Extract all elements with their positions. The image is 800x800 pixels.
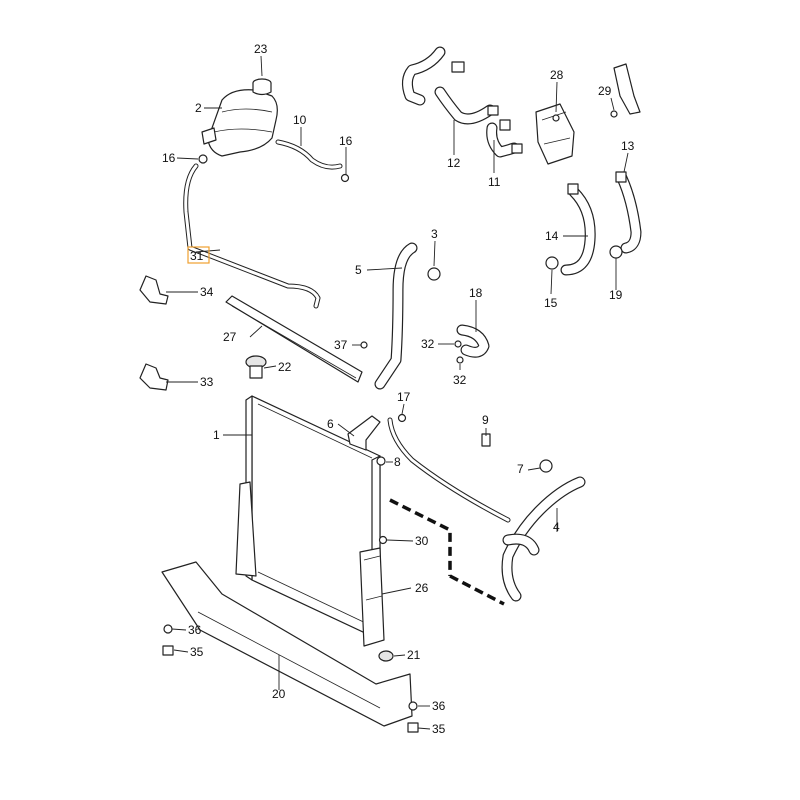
hose-18 xyxy=(454,324,490,364)
hose-5 xyxy=(374,242,418,390)
callout-8: 8 xyxy=(394,455,401,469)
callout-4: 4 xyxy=(553,520,560,534)
clamp-16-left xyxy=(198,154,208,164)
upper-bracket-27 xyxy=(225,295,363,383)
washer-36-left xyxy=(163,624,173,634)
washer-36-right xyxy=(408,701,418,711)
lower-crossmember-20 xyxy=(161,561,413,727)
callout-30: 30 xyxy=(415,534,429,548)
routing-line-upper xyxy=(389,498,452,576)
callout-35-right: 35 xyxy=(432,722,446,736)
tank-cap xyxy=(252,78,272,96)
pipe-17 xyxy=(387,413,511,523)
hose-13 xyxy=(615,171,642,254)
clip-34 xyxy=(139,275,169,305)
radiator xyxy=(245,395,381,641)
hose-11 xyxy=(486,119,523,158)
clamp-7 xyxy=(539,459,553,473)
callout-28: 28 xyxy=(550,68,564,82)
callout-11: 11 xyxy=(488,175,501,189)
highlight-box xyxy=(187,246,210,264)
callout-5: 5 xyxy=(355,263,362,277)
routing-line-lower xyxy=(449,574,505,606)
callout-36-right: 36 xyxy=(432,699,446,713)
callout-15: 15 xyxy=(544,296,558,310)
callout-37: 37 xyxy=(334,338,348,352)
outlet-housing-28 xyxy=(535,103,575,165)
callout-6: 6 xyxy=(327,417,334,431)
callout-3: 3 xyxy=(431,227,438,241)
bolt-30 xyxy=(378,535,388,545)
callout-1: 1 xyxy=(213,428,220,442)
callout-31: 31 xyxy=(190,249,204,263)
callout-32-upper: 32 xyxy=(421,337,435,351)
callout-2: 2 xyxy=(195,101,202,115)
bracket-29 xyxy=(610,63,641,118)
clip-33 xyxy=(139,363,169,391)
callout-7: 7 xyxy=(517,462,524,476)
callout-22: 22 xyxy=(278,360,292,374)
callout-21: 21 xyxy=(407,648,421,662)
callout-20: 20 xyxy=(272,687,286,701)
callout-16-left: 16 xyxy=(162,151,176,165)
expansion-tank xyxy=(201,89,278,157)
clip-8 xyxy=(376,456,386,466)
callout-13: 13 xyxy=(621,139,635,153)
hose-10 xyxy=(275,139,350,183)
mount-22 xyxy=(245,355,267,379)
callout-27: 27 xyxy=(223,330,237,344)
callout-32-lower: 32 xyxy=(453,373,467,387)
callout-33: 33 xyxy=(200,375,214,389)
callout-10: 10 xyxy=(293,113,307,127)
callout-12: 12 xyxy=(447,156,461,170)
mount-21 xyxy=(378,650,394,662)
clamp-15 xyxy=(545,256,559,270)
bolt-35-right xyxy=(407,722,419,733)
side-bracket-26 xyxy=(359,547,385,647)
callout-26: 26 xyxy=(415,581,429,595)
callout-29: 29 xyxy=(598,84,612,98)
callout-17: 17 xyxy=(397,390,411,404)
side-bracket-left xyxy=(235,481,257,577)
callout-18: 18 xyxy=(469,286,483,300)
bleed-pipe-31 xyxy=(183,163,321,309)
hose-12 xyxy=(401,46,499,125)
clamp-3 xyxy=(427,267,441,281)
bolt-35-left xyxy=(162,645,174,656)
leader-lines xyxy=(166,55,629,730)
callout-23: 23 xyxy=(254,42,268,56)
callout-36-left: 36 xyxy=(188,623,202,637)
callout-35-left: 35 xyxy=(190,645,204,659)
callout-9: 9 xyxy=(482,413,489,427)
bracket-6 xyxy=(347,415,381,451)
bolt-37 xyxy=(360,341,368,349)
callout-19: 19 xyxy=(609,288,623,302)
clamp-19 xyxy=(609,245,623,259)
callout-16-right: 16 xyxy=(339,134,353,148)
hose-14 xyxy=(560,183,596,276)
callout-34: 34 xyxy=(200,285,214,299)
hose-4 xyxy=(501,476,586,602)
callout-14: 14 xyxy=(545,229,559,243)
